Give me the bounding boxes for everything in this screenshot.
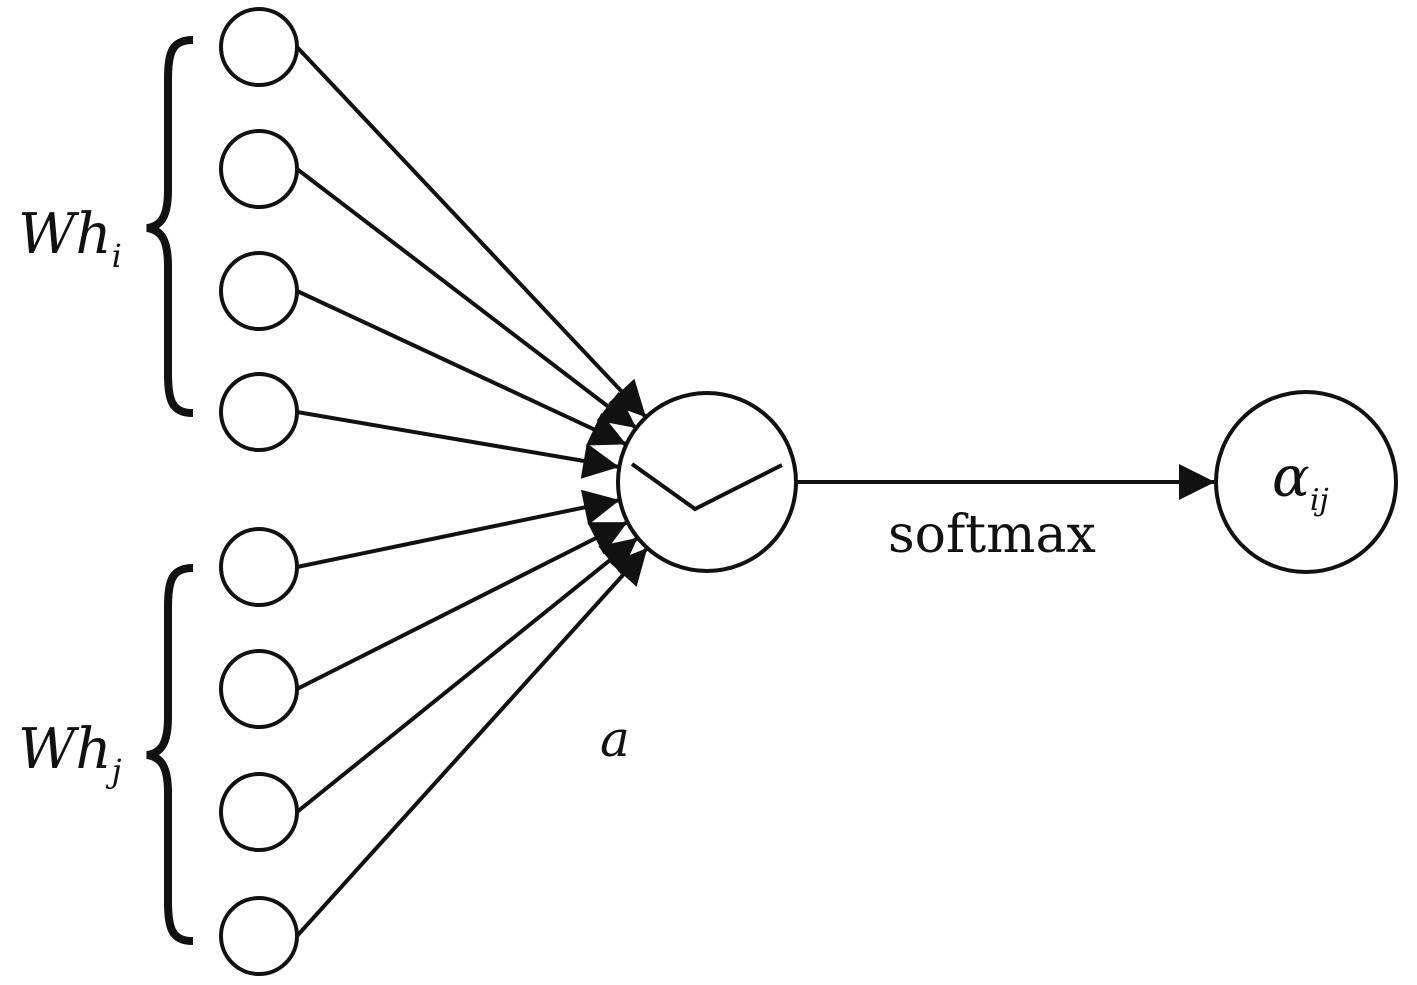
brace-wh-j bbox=[146, 564, 194, 945]
edge-wh_i-2 bbox=[295, 167, 638, 430]
input-node-wh_i-1 bbox=[219, 7, 299, 87]
attention-label: a bbox=[600, 710, 630, 768]
edge-wh_j-3 bbox=[295, 536, 639, 814]
edge-wh_i-1 bbox=[295, 45, 648, 419]
label-wh-i-main: Wh bbox=[18, 202, 112, 267]
input-node-wh_j-2 bbox=[219, 649, 299, 729]
label-wh-i-sub: i bbox=[112, 237, 122, 275]
input-node-wh_i-2 bbox=[219, 129, 299, 209]
edge-wh_i-4 bbox=[296, 410, 620, 479]
input-node-wh_i-4 bbox=[219, 372, 299, 452]
brace-wh-i bbox=[146, 36, 194, 417]
input-node-wh_j-4 bbox=[219, 896, 299, 976]
edge-wh_j-2 bbox=[296, 520, 629, 691]
output-node: αij bbox=[1214, 390, 1398, 574]
output-label: αij bbox=[1272, 445, 1329, 518]
softmax-label: softmax bbox=[888, 505, 1096, 565]
input-edges bbox=[295, 45, 649, 938]
attention-node bbox=[616, 391, 798, 573]
output-label-sub: ij bbox=[1310, 483, 1329, 518]
output-label-main: α bbox=[1272, 445, 1310, 510]
leaky-relu-icon bbox=[630, 462, 783, 512]
edge-wh_j-1 bbox=[296, 489, 621, 569]
input-nodes bbox=[219, 7, 299, 976]
edge-wh_i-3 bbox=[296, 289, 628, 447]
input-node-wh_j-1 bbox=[219, 527, 299, 607]
input-node-wh_i-3 bbox=[219, 251, 299, 331]
label-wh-j: Whj bbox=[18, 717, 122, 790]
edge-wh_j-4 bbox=[295, 546, 649, 938]
input-node-wh_j-3 bbox=[219, 772, 299, 852]
label-wh-j-main: Wh bbox=[18, 717, 112, 782]
label-wh-i: Whi bbox=[18, 202, 122, 275]
